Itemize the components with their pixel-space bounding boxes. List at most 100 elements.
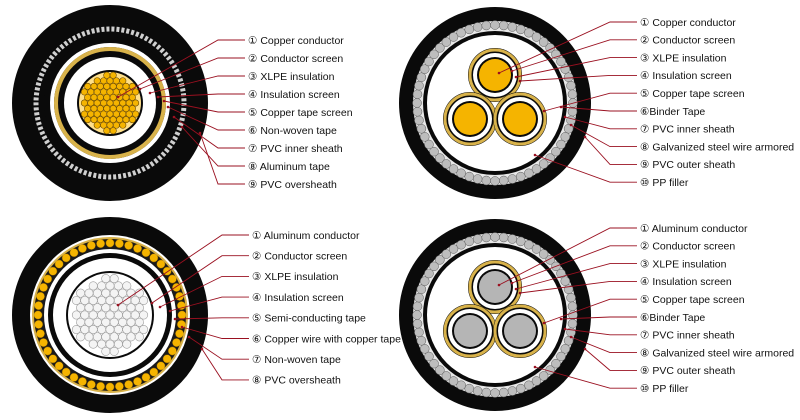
aluminum-conductor-strands-wire (88, 325, 98, 335)
layer-label: ⑦ Non-woven tape (252, 354, 341, 366)
leader-dot (533, 153, 537, 157)
galvanized-steel-wire-armour-bead (448, 376, 459, 386)
galvanized-steel-wire-armour-bead (435, 255, 445, 265)
galvanized-steel-wire-armour-bead (416, 124, 427, 134)
galvanized-steel-wire-armour-bead (560, 276, 571, 286)
galvanized-steel-wire-armour-bead (516, 24, 526, 35)
galvanized-steel-wire-armour-bead (507, 234, 518, 244)
galvanized-steel-wire-armour-bead (560, 132, 571, 142)
galvanized-steel-wire-armour-bead (429, 358, 439, 369)
leader-line (163, 100, 245, 113)
galvanized-steel-wire-armour-bead (538, 37, 549, 47)
galvanized-steel-wire-armour-bead (448, 244, 459, 254)
layer-label: ⑥Binder Tape (640, 106, 705, 118)
galvanized-steel-wire-armour-bead (481, 387, 492, 398)
aluminum-conductor-strands-wire (84, 332, 94, 342)
galvanized-steel-wire-armour-bead (456, 239, 466, 250)
galvanized-steel-wire-armour-bead (490, 388, 500, 398)
galvanized-steel-wire-armour-bead (498, 175, 509, 186)
aluminum-conductor-strands-wire (134, 317, 144, 327)
leader-dot (510, 69, 514, 73)
galvanized-steel-wire-armour-bead (419, 64, 430, 74)
aluminum-conductor-strands-wire (76, 332, 86, 342)
leader-line (181, 326, 249, 339)
galvanized-steel-wire-armour-bead (538, 249, 549, 259)
copper-tape-band (493, 92, 547, 146)
galvanized-steel-wire-armour-bead (566, 292, 576, 303)
aluminum-tape (33, 26, 187, 180)
aluminum-conductor-strands-wire (92, 332, 102, 342)
aluminum-conductor-strands-wire (109, 346, 119, 356)
leader-line (511, 245, 637, 284)
copper-conductor-strands-wire (128, 116, 136, 124)
leader-line (560, 106, 637, 112)
galvanized-steel-wire-armour-bead (424, 351, 434, 362)
copper-wires-bead (43, 346, 53, 356)
galvanized-steel-wire-armour-bead (419, 344, 430, 354)
aluminum-conductor-strands-wire (105, 281, 115, 291)
copper-wires-bead (167, 346, 177, 356)
aluminum-conductor-strands-wire (97, 310, 107, 320)
galvanized-steel-wire-armour-bead (435, 43, 445, 53)
aluminum-conductor-strands-wire (97, 325, 107, 335)
leader-dot (497, 71, 501, 75)
galvanized-steel-wire-armour-bead (531, 244, 542, 254)
copper-wires-bead (54, 361, 64, 371)
galvanized-steel-wire-armour-bead (524, 239, 534, 250)
leader-line (543, 92, 637, 112)
copper-wires-bead (36, 329, 45, 339)
copper-conductor-strands-wire (109, 71, 117, 79)
aluminum-conductor-strands-wire (130, 310, 140, 320)
copper-conductor-strands-wire (132, 99, 140, 107)
galvanized-steel-wire-armour-bead (412, 310, 422, 320)
copper-wires-bead (34, 301, 44, 311)
layer-label: ② Conductor screen (252, 250, 347, 262)
leader-dot (583, 135, 587, 139)
copper-wires-bead (105, 238, 115, 248)
layer-label: ③ XLPE insulation (248, 71, 335, 83)
leader-dot (583, 347, 587, 351)
copper-wires-bead (162, 354, 172, 364)
leader-line (169, 296, 249, 312)
galvanized-steel-wire-armour-bead (416, 284, 427, 294)
leader-line (519, 280, 637, 294)
galvanized-steel-wire-armour-bead (464, 24, 474, 35)
copper-wires-bead (175, 329, 184, 339)
galvanized-steel-wire-armour-bead (566, 80, 576, 91)
layer-label: ③ XLPE insulation (640, 52, 727, 64)
leader-dot (497, 283, 501, 287)
aluminum-conductor-strands (71, 274, 149, 356)
aluminum-conductor-strands-wire (118, 303, 128, 313)
galvanized-steel-wire-armour (412, 20, 578, 186)
copper-wires-bead (96, 381, 106, 391)
aluminum-conductor-strands-wire (84, 317, 94, 327)
leader-line (117, 39, 245, 98)
leader-line (515, 263, 637, 290)
leader-dot (138, 87, 142, 91)
galvanized-steel-wire-armour-bead (414, 115, 424, 126)
layer-label: ⑧ PVC oversheath (252, 375, 341, 387)
copper-tape (32, 237, 188, 393)
leader-dot (514, 75, 518, 79)
aluminum-conductor-strands-wire (126, 332, 136, 342)
galvanized-steel-wire-armour-bead (429, 49, 439, 60)
copper-conductor (454, 103, 486, 135)
copper-wires-bead (77, 377, 87, 386)
aluminum-conductor-strands-wire (122, 339, 132, 349)
galvanized-steel-wire-armour-bead (524, 380, 534, 391)
aluminum-conductor-strands-wire (134, 332, 144, 342)
aluminum-conductor-strands-wire (71, 325, 81, 335)
galvanized-steel-wire-armour-bead (424, 56, 434, 67)
layer-label: ⑤ Semi-conducting tape (252, 313, 366, 325)
aluminum-conductor-strands-wire (113, 295, 123, 305)
galvanized-steel-wire-armour-bead (456, 168, 466, 179)
aluminum-conductor-strands-wire (80, 295, 90, 305)
copper-wires-bead (61, 367, 71, 377)
copper-wires-bead (114, 381, 124, 391)
layer-label: ⑦ PVC inner sheath (640, 124, 735, 136)
copper-wires-bead (114, 239, 124, 249)
galvanized-steel-wire-armour-bead (516, 171, 526, 182)
